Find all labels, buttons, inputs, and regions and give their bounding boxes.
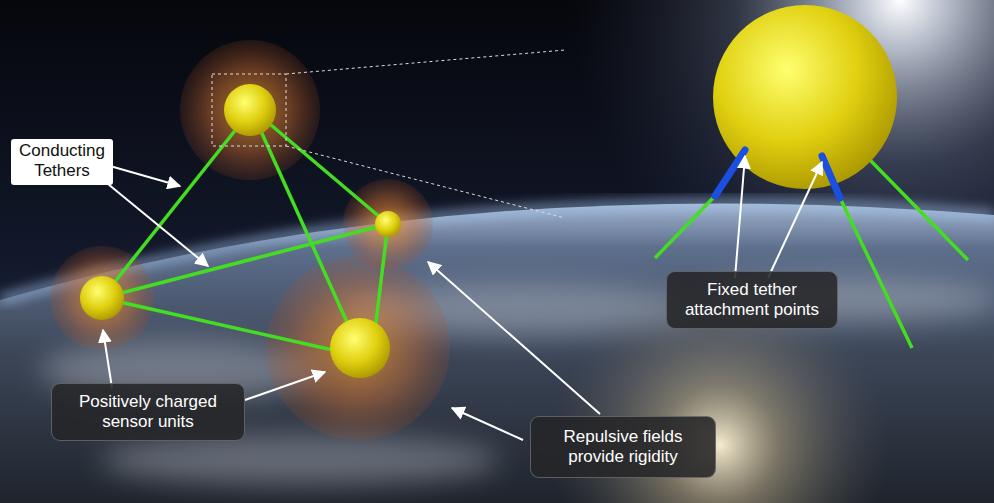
- label-box: Positively charged sensor units: [51, 383, 245, 441]
- zoomed-sensor: [655, 5, 968, 348]
- label-text: Repulsive fields provide rigidity: [543, 427, 703, 467]
- label-text: Conducting Tethers: [16, 141, 108, 181]
- callout-label-box: Conducting Tethers: [11, 139, 113, 185]
- sensor-unit: [80, 84, 401, 378]
- label-text: Fixed tether attachment points: [677, 280, 827, 320]
- tether: [102, 114, 388, 355]
- label-box: Fixed tether attachment points: [666, 271, 838, 329]
- repulsive-field: [50, 40, 450, 440]
- label-box: Repulsive fields provide rigidity: [530, 416, 716, 478]
- zoom-outline: [212, 50, 565, 218]
- label-text: Positively charged sensor units: [62, 392, 234, 432]
